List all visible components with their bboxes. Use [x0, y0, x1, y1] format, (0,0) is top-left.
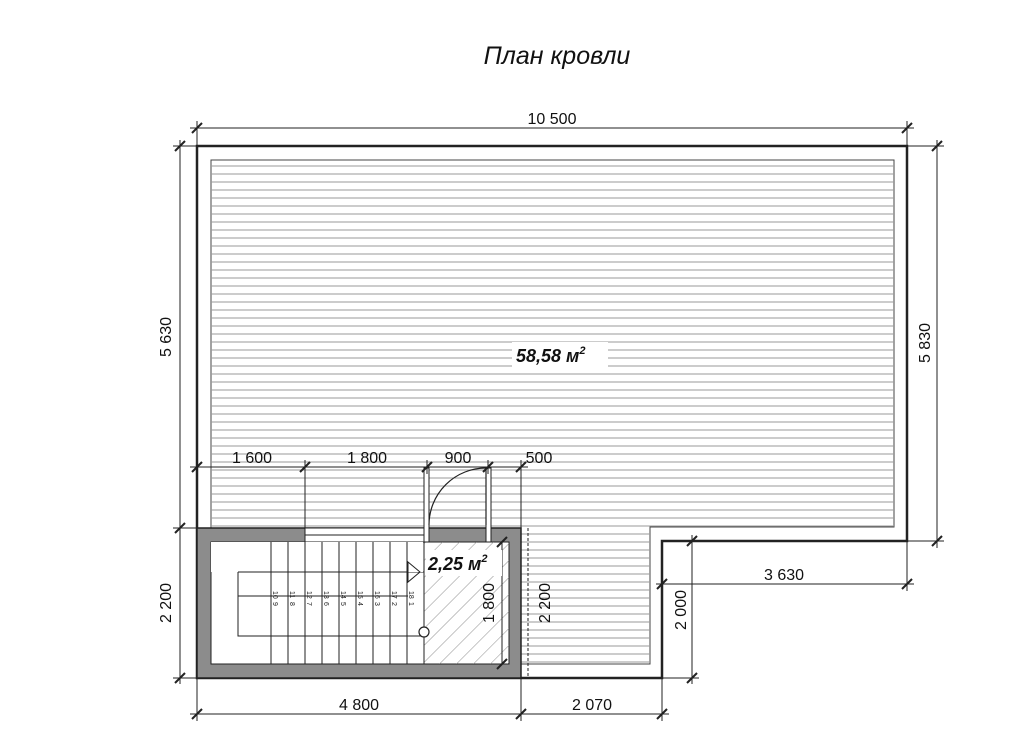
main-area-label: 58,58 м2 [516, 345, 586, 366]
stair-step-number: 7 [305, 602, 312, 606]
drain-circle [418, 626, 430, 638]
stair-step-number: 1 [407, 602, 414, 606]
dim-seg-900: 900 [445, 450, 472, 467]
dim-seg-1800: 1 800 [347, 450, 387, 467]
stair-step-number: 3 [373, 602, 380, 606]
stair-step-number: 13 [322, 591, 329, 599]
stair-step-number: 6 [322, 602, 329, 606]
stair-arrow [407, 560, 421, 584]
dim-top-total: 10 500 [528, 111, 577, 128]
main-area-label-bg [512, 342, 608, 368]
stair-area-label: 2,25 м2 [427, 553, 487, 574]
stair-step-number: 12 [305, 591, 312, 599]
dim-left-lower: 2 200 [158, 583, 175, 623]
exit-wall-right [485, 467, 492, 543]
dim-seg-1600: 1 600 [232, 450, 272, 467]
dim-bottom-mid: 2 070 [572, 697, 612, 714]
dim-stair-1800: 1 800 [481, 583, 498, 623]
dim-bottom-left: 4 800 [339, 697, 379, 714]
stair-step-number: 18 [407, 591, 414, 599]
stair-step-number: 10 [271, 591, 278, 599]
dim-step-height: 2 000 [673, 590, 690, 630]
stair-step-number: 2 [390, 602, 397, 606]
dimension-lines [173, 121, 944, 721]
stair-step-number: 11 [288, 591, 295, 598]
stair-step-number: 14 [339, 591, 346, 599]
staircase: 10 11 12 13 14 15 16 17 18 9 8 7 6 5 4 3 2 1 [211, 542, 425, 664]
dim-mid-2200: 2 200 [537, 583, 554, 623]
stair-step-number: 8 [288, 602, 295, 606]
exit-wall-left [423, 467, 430, 543]
dim-seg-500: 500 [526, 450, 553, 467]
plan-title: План кровли [483, 42, 631, 70]
stair-step-number: 15 [356, 591, 363, 599]
stair-step-number: 17 [390, 591, 397, 599]
door-swing-arc [428, 467, 487, 526]
stair-step-number: 4 [356, 602, 363, 606]
stair-step-number: 16 [373, 591, 380, 599]
dim-left-upper: 5 630 [158, 317, 175, 357]
stair-step-number: 5 [339, 602, 346, 606]
stair-step-number: 9 [271, 602, 278, 606]
dim-right-total: 5 830 [917, 323, 934, 363]
stair-top-bg [211, 542, 423, 572]
stair-area-label-bg [426, 550, 502, 576]
dim-right-step: 3 630 [764, 567, 804, 584]
roof-hatching [211, 165, 894, 663]
